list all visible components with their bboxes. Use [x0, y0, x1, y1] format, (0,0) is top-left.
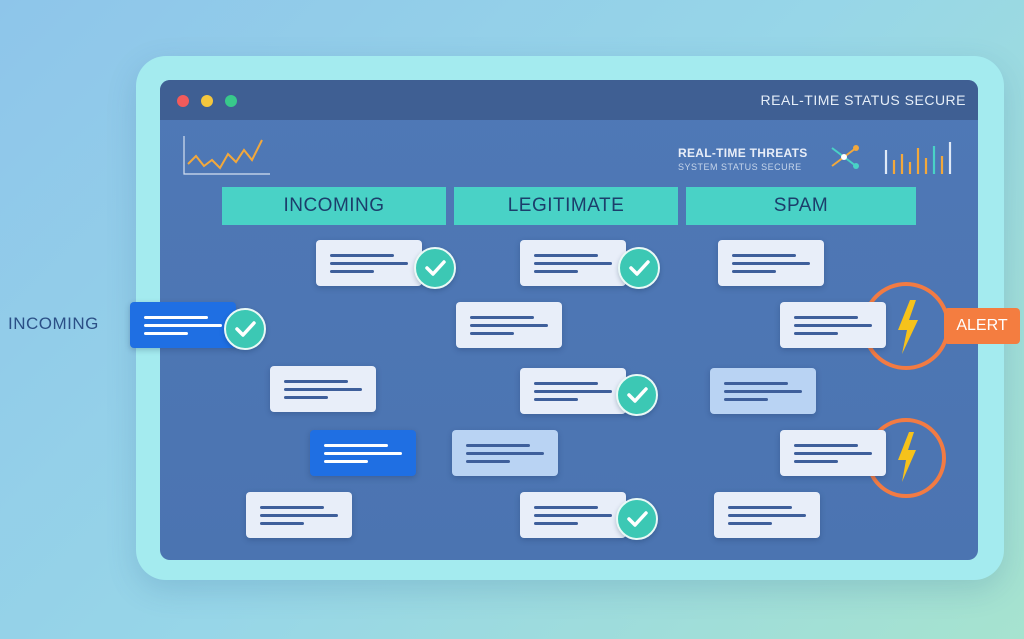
threats-label: REAL-TIME THREATS: [678, 146, 808, 160]
message-card[interactable]: [270, 366, 376, 412]
spam-message-card[interactable]: [710, 368, 816, 414]
legitimate-message-card[interactable]: [456, 302, 562, 348]
check-icon: [618, 247, 660, 289]
legitimate-message-card[interactable]: [452, 430, 558, 476]
check-icon: [414, 247, 456, 289]
spam-message-card[interactable]: [780, 430, 886, 476]
lightning-bolt-icon: [898, 432, 916, 482]
maximize-window-button[interactable]: [225, 95, 237, 107]
message-card-selected[interactable]: [310, 430, 416, 476]
window-titlebar: REAL-TIME STATUS SECURE: [160, 80, 978, 120]
alert-badge[interactable]: ALERT: [944, 308, 1020, 344]
close-window-button[interactable]: [177, 95, 189, 107]
spam-message-card[interactable]: [718, 240, 824, 286]
network-icon: [831, 145, 859, 169]
legitimate-message-card[interactable]: [520, 240, 626, 286]
legitimate-message-card[interactable]: [520, 368, 626, 414]
message-card[interactable]: [246, 492, 352, 538]
sparkline-chart-icon: [183, 136, 270, 175]
check-icon: [616, 498, 658, 540]
minimize-window-button[interactable]: [201, 95, 213, 107]
check-icon: [224, 308, 266, 350]
spam-message-card[interactable]: [780, 302, 886, 348]
bar-chart-icon: [884, 142, 952, 174]
window-title: REAL-TIME STATUS SECURE: [760, 92, 966, 108]
message-card[interactable]: [316, 240, 422, 286]
system-status-label: SYSTEM STATUS SECURE: [678, 162, 802, 172]
incoming-side-label: INCOMING: [8, 314, 99, 333]
column-header-legitimate[interactable]: LEGITIMATE: [454, 187, 678, 225]
lightning-bolt-icon: [898, 300, 918, 354]
spam-message-card[interactable]: [714, 492, 820, 538]
column-header-incoming[interactable]: INCOMING: [222, 187, 446, 225]
column-header-spam[interactable]: SPAM: [686, 187, 916, 225]
check-icon: [616, 374, 658, 416]
legitimate-message-card[interactable]: [520, 492, 626, 538]
incoming-message-card[interactable]: [130, 302, 236, 348]
